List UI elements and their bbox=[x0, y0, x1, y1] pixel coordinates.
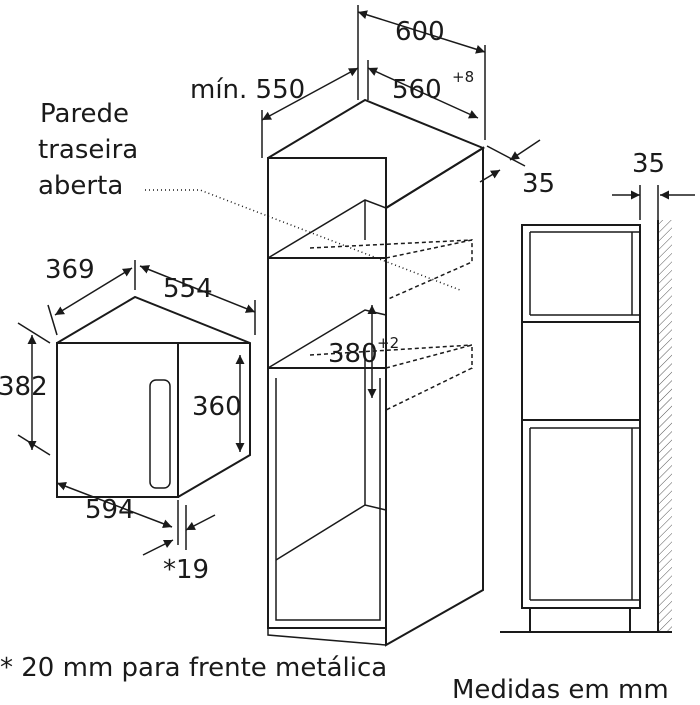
rear-wall-label-3: aberta bbox=[38, 171, 123, 201]
cabinet-side bbox=[385, 146, 484, 647]
footnote: * 20 mm para frente metálica bbox=[0, 653, 387, 683]
mw-front-label: *19 bbox=[163, 555, 209, 585]
side-gap-label: 35 bbox=[632, 149, 665, 179]
mw-side-depth-label: 554 bbox=[163, 274, 213, 304]
cabinet-front-face bbox=[267, 157, 387, 629]
niche-width-tolerance: +8 bbox=[452, 68, 474, 86]
wall-hatch bbox=[658, 220, 672, 632]
dimension-lines bbox=[17, 5, 695, 556]
niche-width-label: 560 bbox=[392, 75, 442, 105]
niche-height-tolerance: +2 bbox=[377, 334, 399, 352]
mw-width-label: 594 bbox=[85, 495, 135, 525]
microwave-front bbox=[56, 342, 179, 498]
niche-height-label: 380 bbox=[328, 339, 378, 369]
cabinet-width-label: 600 bbox=[395, 17, 445, 47]
rear-wall-leader bbox=[145, 189, 461, 291]
side-lower-unit bbox=[521, 419, 641, 609]
cabinet-top bbox=[267, 98, 486, 209]
min-depth-label: mín. 550 bbox=[190, 75, 305, 105]
mw-height-label: 382 bbox=[0, 372, 48, 402]
side-upper-unit bbox=[521, 224, 641, 323]
units-note: Medidas em mm bbox=[452, 675, 669, 700]
mw-inner-height-label: 360 bbox=[192, 392, 242, 422]
tall-cabinet bbox=[267, 98, 486, 647]
rear-wall-label-1: Parede bbox=[40, 99, 129, 129]
mw-depth-label: 369 bbox=[45, 255, 95, 285]
cabinet-depth-gap-label: 35 bbox=[522, 169, 555, 199]
side-view bbox=[500, 220, 672, 633]
niche-dashed-outline bbox=[309, 239, 473, 411]
rear-wall-label-2: traseira bbox=[38, 135, 138, 165]
